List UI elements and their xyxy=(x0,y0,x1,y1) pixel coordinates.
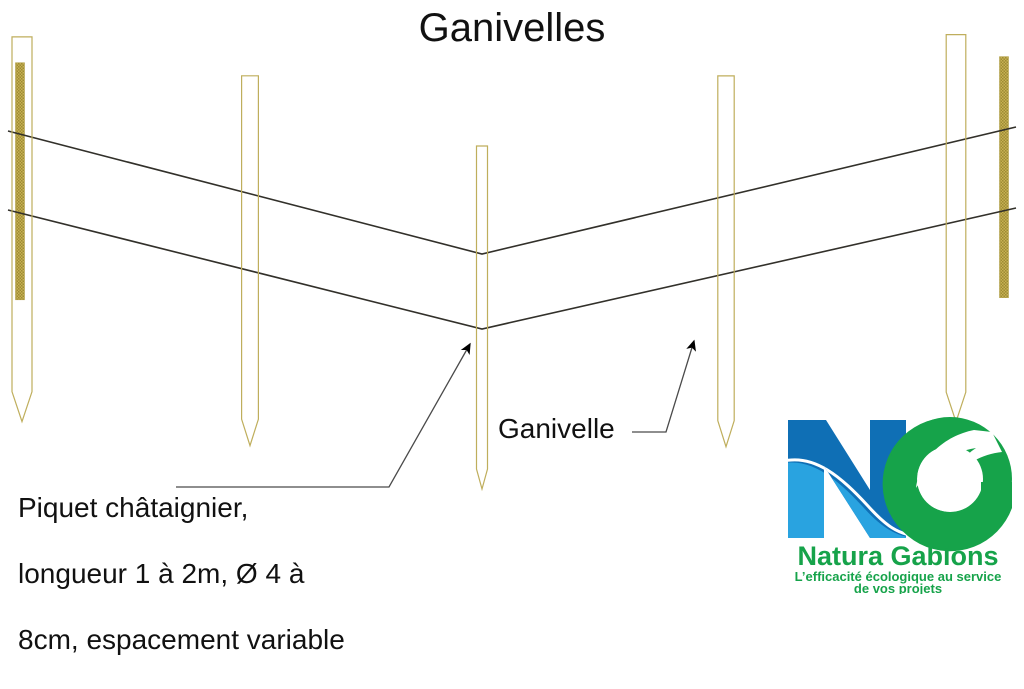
post-group xyxy=(11,34,967,492)
logo-brand-text: Natura Gabions xyxy=(797,541,998,571)
logo-tagline-1: L’efficacité écologique au service xyxy=(795,569,1002,584)
picket-annotation: Ganivelle xyxy=(498,413,615,444)
logo-tagline-2: de vos projets xyxy=(854,581,942,594)
logo-leaf-icon xyxy=(916,430,1002,488)
post-annotation-line-1: Piquet châtaignier, xyxy=(18,492,249,523)
lower-wire xyxy=(7,207,1017,330)
fence-illustration xyxy=(7,34,1017,492)
picket xyxy=(999,56,1009,298)
picket-group xyxy=(15,56,1009,301)
post-annotation: Piquet châtaignier, longueur 1 à 2m, Ø 4… xyxy=(18,458,345,689)
picket xyxy=(15,62,25,301)
natura-gabions-logo: Natura Gabions L’efficacité écologique a… xyxy=(778,412,1018,594)
post-annotation-line-3: 8cm, espacement variable xyxy=(18,624,345,655)
post xyxy=(717,75,735,449)
diagram-root: Ganivelles Piquet châtaignier, longueur … xyxy=(7,6,1018,655)
page-title: Ganivelles xyxy=(418,6,606,50)
post-annotation-line-2: longueur 1 à 2m, Ø 4 à xyxy=(18,558,305,589)
post xyxy=(475,145,489,492)
post xyxy=(241,75,259,448)
post xyxy=(11,36,33,424)
post xyxy=(945,34,967,424)
leader-lines xyxy=(176,339,696,488)
logo-letter-g xyxy=(882,417,1012,552)
wire-group xyxy=(7,126,1017,330)
post-leader-line xyxy=(176,342,471,488)
upper-wire xyxy=(7,126,1017,255)
picket-leader-line xyxy=(632,339,696,433)
